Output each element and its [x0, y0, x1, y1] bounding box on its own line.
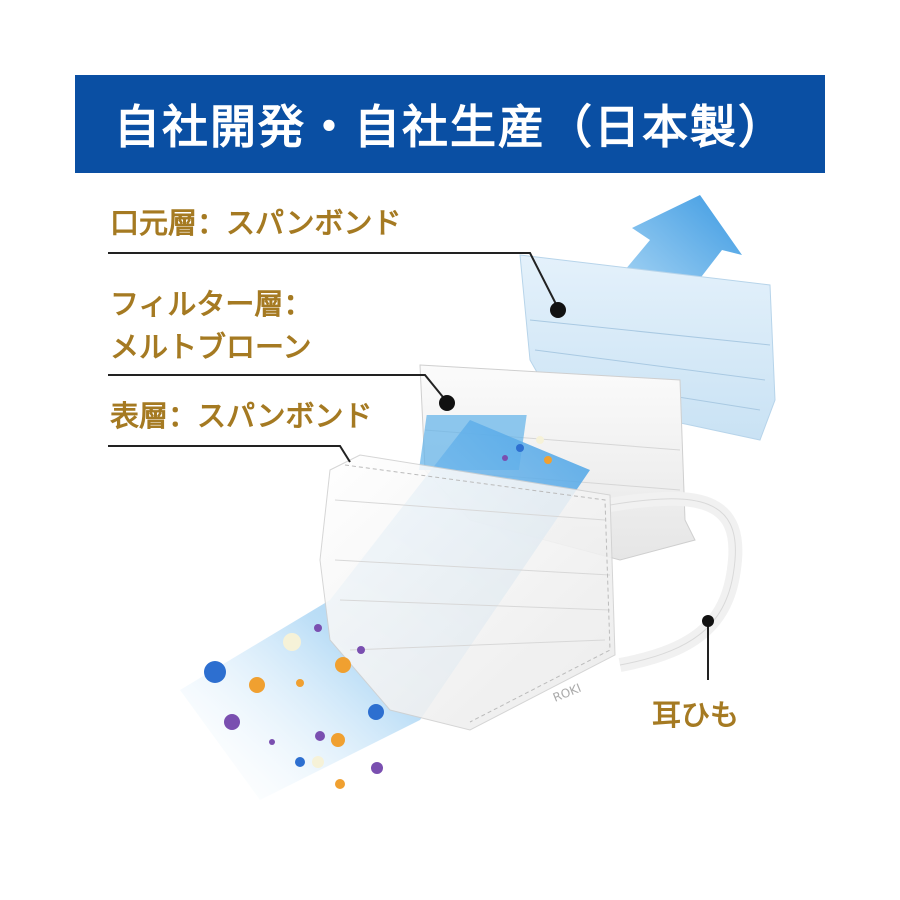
filter-layer-label-line2: メルトブローン — [110, 330, 312, 364]
title-banner: 自社開発・自社生産（日本製） — [75, 75, 825, 173]
inner-layer-label: 口元層：スパンボンド — [110, 206, 402, 240]
filter-layer-label-line1: フィルター層： — [110, 287, 313, 321]
ear-loop-marker — [702, 615, 714, 627]
outer-layer-label: 表層：スパンボンド — [110, 399, 373, 433]
ear-loop-label: 耳ひも — [652, 698, 740, 732]
outer-layer-mask — [319, 454, 616, 731]
particles — [204, 436, 552, 789]
leader-lines — [108, 252, 709, 680]
filter-layer-marker — [439, 395, 455, 411]
banner-title: 自社開発・自社生産（日本製） — [114, 100, 786, 154]
inner-layer-marker — [550, 302, 566, 318]
